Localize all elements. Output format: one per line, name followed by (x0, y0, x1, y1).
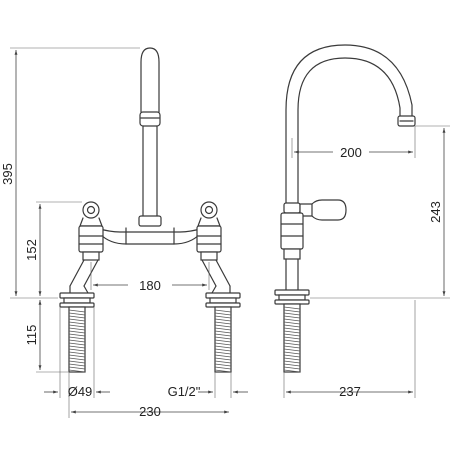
thread-line (68, 336, 86, 340)
label-overall-width: 230 (139, 404, 161, 419)
thread-line (283, 351, 301, 355)
thread-line (283, 315, 301, 319)
thread-line (68, 363, 86, 367)
thread-line (68, 351, 86, 355)
label-side-depth: 237 (339, 384, 361, 399)
side-spout (285, 44, 413, 206)
thread-line (283, 354, 301, 358)
thread-line (283, 318, 301, 322)
dimension-lines (14, 50, 446, 414)
thread-line (214, 339, 232, 343)
thread-line (283, 330, 301, 334)
thread-line (214, 360, 232, 364)
label-bg-200 (333, 145, 369, 159)
thread-line (214, 309, 232, 313)
side-handle (283, 199, 347, 221)
thread-line (283, 360, 301, 364)
thread-line (214, 366, 232, 370)
thread-line (68, 339, 86, 343)
side-valve-body (274, 212, 310, 373)
label-overall-height: 395 (0, 163, 15, 185)
side-view (274, 44, 416, 373)
thread-line (68, 354, 86, 358)
thread-line (214, 351, 232, 355)
thread-line (283, 333, 301, 337)
front-left-valve (78, 201, 104, 261)
front-spout (138, 47, 162, 227)
thread-line (68, 333, 86, 337)
thread-line (214, 369, 232, 373)
thread-line (214, 333, 232, 337)
thread-line (283, 363, 301, 367)
front-right-leg (201, 259, 241, 308)
thread-line (283, 357, 301, 361)
thread-line (214, 336, 232, 340)
front-left-leg (59, 259, 99, 308)
thread-line (214, 357, 232, 361)
thread-line (214, 354, 232, 358)
thread-line (283, 345, 301, 349)
front-view (59, 47, 241, 373)
thread-line (68, 318, 86, 322)
label-bg-180 (128, 278, 172, 292)
label-thread: G1/2" (168, 384, 201, 399)
thread-line (283, 321, 301, 325)
thread-line (214, 312, 232, 316)
label-base-diameter: Ø49 (68, 384, 93, 399)
thread-line (68, 360, 86, 364)
thread-line (68, 327, 86, 331)
thread-line (283, 309, 301, 313)
thread-line (214, 324, 232, 328)
thread-line (68, 357, 86, 361)
front-right-shank (214, 306, 232, 373)
front-bridge (95, 227, 205, 245)
thread-line (68, 369, 86, 373)
thread-line (214, 318, 232, 322)
front-right-valve (196, 201, 222, 261)
thread-line (214, 348, 232, 352)
thread-line (214, 321, 232, 325)
thread-line (283, 324, 301, 328)
thread-line (283, 348, 301, 352)
thread-line (214, 342, 232, 346)
thread-line (68, 345, 86, 349)
thread-line (283, 336, 301, 340)
label-tap-body-height: 152 (24, 239, 39, 261)
label-tap-centers: 180 (139, 278, 161, 293)
thread-line (68, 366, 86, 370)
thread-line (283, 366, 301, 370)
thread-line (68, 342, 86, 346)
thread-line (283, 369, 301, 373)
front-left-shank (68, 306, 86, 373)
thread-line (68, 330, 86, 334)
thread-line (283, 327, 301, 331)
dimension-labels: 395 152 115 180 Ø49 G1/2" 230 200 243 23… (0, 145, 443, 419)
thread-line (68, 309, 86, 313)
thread-line (214, 315, 232, 319)
thread-line (283, 339, 301, 343)
extension-lines (10, 47, 450, 418)
thread-line (68, 315, 86, 319)
label-spout-reach: 200 (340, 145, 362, 160)
thread-line (68, 321, 86, 325)
thread-line (214, 327, 232, 331)
thread-line (283, 342, 301, 346)
label-shank-length: 115 (24, 325, 39, 346)
thread-line (68, 324, 86, 328)
thread-line (283, 306, 301, 310)
thread-line (68, 348, 86, 352)
label-spout-height: 243 (428, 201, 443, 223)
thread-line (214, 345, 232, 349)
thread-line (214, 363, 232, 367)
thread-line (68, 312, 86, 316)
thread-line (214, 330, 232, 334)
thread-line (283, 312, 301, 316)
